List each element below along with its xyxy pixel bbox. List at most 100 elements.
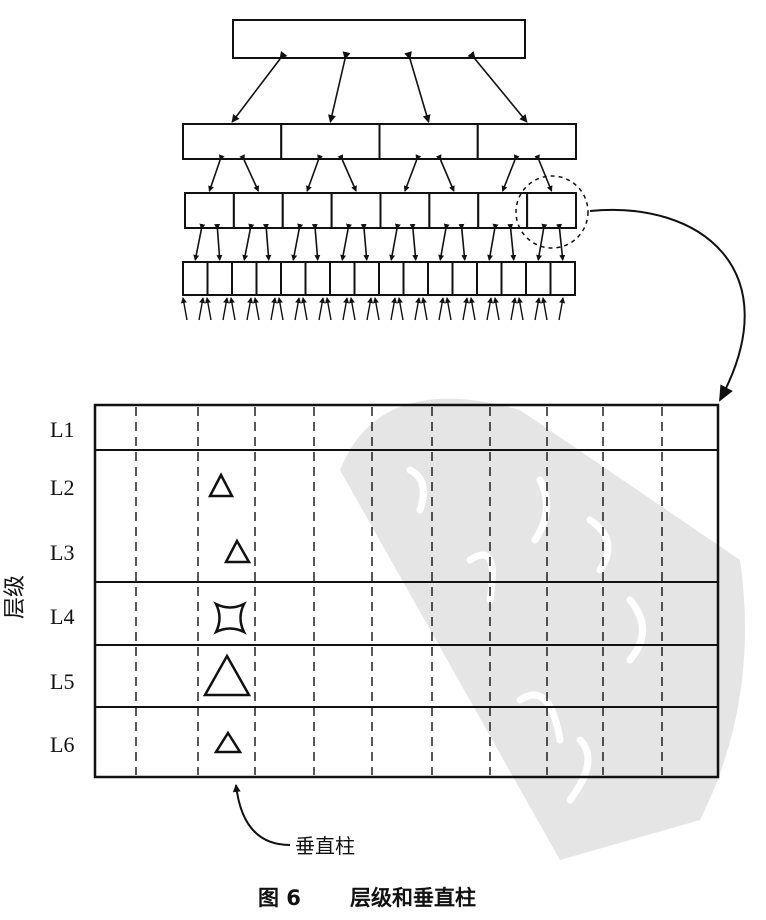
level-4-node xyxy=(329,261,356,296)
leaf-arrow xyxy=(366,297,374,321)
level-label-l6: L6 xyxy=(50,732,74,757)
highlight-circle xyxy=(515,175,589,249)
annotation-label: 垂直柱 xyxy=(295,834,355,858)
connection-arrow xyxy=(507,223,517,261)
connection-arrow xyxy=(262,223,272,261)
level-4-node xyxy=(525,261,552,296)
level-4-node xyxy=(549,261,576,296)
level-label-l3: L3 xyxy=(50,540,74,565)
level-3-node xyxy=(379,192,431,229)
connection-arrow xyxy=(435,154,455,192)
concave-star-icon xyxy=(213,601,247,635)
triangle-icon xyxy=(223,538,252,564)
level-3-node xyxy=(232,192,284,229)
leaf-arrow xyxy=(390,297,398,321)
annotation-arrow xyxy=(232,784,291,846)
connection-arrow xyxy=(458,223,468,261)
level-label-l4: L4 xyxy=(50,604,74,629)
connection-arrow xyxy=(409,223,419,261)
triangle-icon xyxy=(202,653,252,697)
connection-arrow xyxy=(340,223,352,261)
leaf-arrow xyxy=(444,297,452,321)
leaf-arrow xyxy=(558,297,566,321)
level-3-node xyxy=(526,192,577,229)
leaf-arrow xyxy=(270,297,278,321)
level-4-node xyxy=(304,261,331,296)
leaf-arrow xyxy=(294,297,302,321)
leaf-arrow xyxy=(342,297,350,321)
level-2-node xyxy=(378,123,479,160)
tree-level-4 xyxy=(182,261,576,296)
leaf-arrow xyxy=(468,297,476,321)
connection-arrow xyxy=(360,223,370,261)
level-4-node xyxy=(231,261,258,296)
leaf-arrow xyxy=(540,297,548,321)
connection-arrow xyxy=(337,154,357,192)
leaf-arrow xyxy=(348,297,356,321)
connection-arrow xyxy=(208,154,225,192)
y-axis-label: 层级 xyxy=(3,575,28,619)
level-label-l2: L2 xyxy=(50,475,74,500)
level-3-node xyxy=(184,192,235,229)
level-4-node xyxy=(451,261,478,296)
level-4-node xyxy=(280,261,307,296)
connection-arrow xyxy=(389,223,401,261)
root-node xyxy=(232,19,526,59)
connection-arrow xyxy=(231,51,288,123)
leaf-arrow xyxy=(324,297,332,321)
level-labels: L1 L2 L3 L4 L5 L6 xyxy=(50,417,74,757)
leaf-arrow xyxy=(510,297,518,321)
level-2-node xyxy=(476,123,577,160)
connection-arrow xyxy=(556,223,566,261)
connection-arrow xyxy=(501,154,520,192)
leaf-arrow xyxy=(516,297,524,321)
leaf-arrow xyxy=(486,297,494,321)
level-3-node xyxy=(477,192,529,229)
top-tree xyxy=(180,19,577,321)
leaf-arrow xyxy=(414,297,422,321)
level-2-node xyxy=(280,123,381,160)
level-4-node xyxy=(427,261,454,296)
leaf-arrow xyxy=(180,297,188,321)
connection-arrow xyxy=(438,223,450,261)
leaf-arrow xyxy=(396,297,404,321)
level-4-node xyxy=(255,261,282,296)
column-symbols xyxy=(202,472,252,754)
level-3-node xyxy=(330,192,382,229)
figure-caption: 层级和垂直柱 xyxy=(350,886,476,910)
leaf-arrow xyxy=(276,297,284,321)
connection-arrow xyxy=(404,51,431,123)
connection-arrow xyxy=(242,223,255,261)
connection-arrow xyxy=(239,154,260,192)
leaf-arrow xyxy=(438,297,446,321)
level-2-node xyxy=(182,123,283,160)
figure-number: 图 6 xyxy=(258,886,301,910)
level-3-node xyxy=(428,192,480,229)
triangle-icon xyxy=(207,472,235,498)
tree-arrows xyxy=(180,51,566,321)
connection-arrow xyxy=(467,51,528,123)
leaf-arrow xyxy=(372,297,380,321)
connection-arrow xyxy=(403,154,422,192)
leaf-arrow xyxy=(246,297,254,321)
leaf-arrow xyxy=(198,297,206,321)
level-label-l5: L5 xyxy=(50,669,74,694)
leaf-arrow xyxy=(222,297,230,321)
tree-level-2 xyxy=(182,123,577,160)
level-4-node xyxy=(206,261,233,296)
connection-arrow xyxy=(536,223,548,261)
leaf-arrow xyxy=(462,297,470,321)
leaf-arrow xyxy=(534,297,542,321)
level-4-node xyxy=(402,261,429,296)
connection-arrow xyxy=(328,51,351,123)
leaf-arrow xyxy=(204,297,212,321)
connection-arrow xyxy=(291,223,304,261)
leaf-arrow xyxy=(318,297,326,321)
level-label-l1: L1 xyxy=(50,417,74,442)
level-4-node xyxy=(378,261,405,296)
leaf-arrow xyxy=(420,297,428,321)
connection-arrow xyxy=(306,154,323,192)
connection-arrow xyxy=(311,223,321,261)
level-column-grid xyxy=(93,403,720,779)
